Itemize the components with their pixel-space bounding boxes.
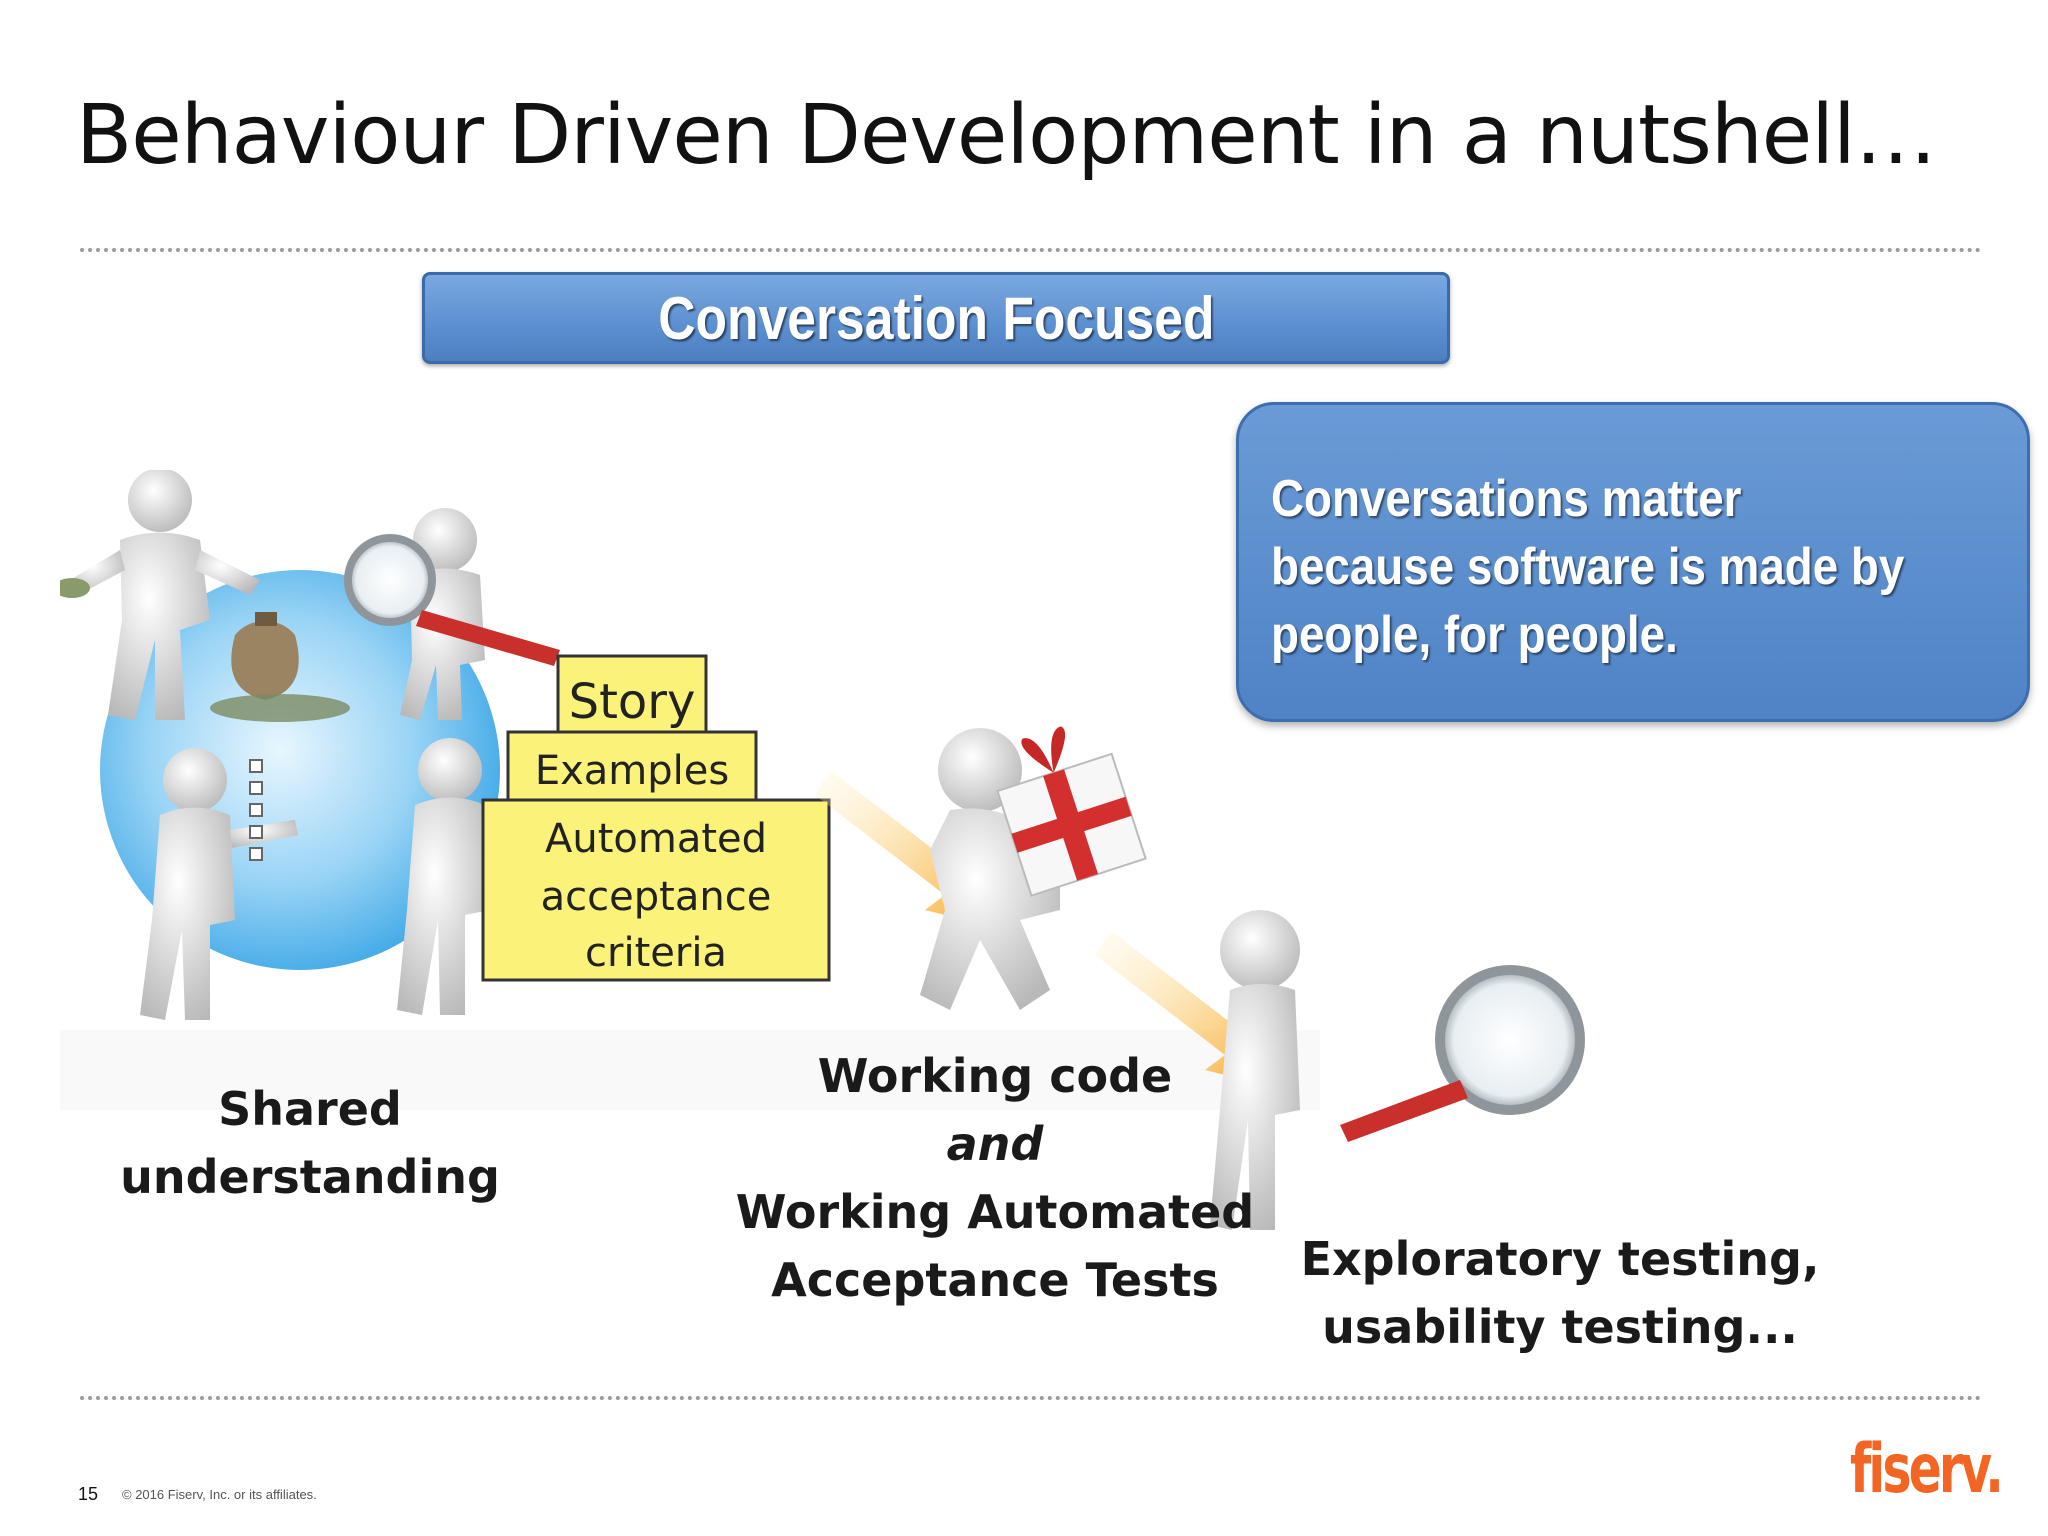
bottom-divider	[80, 1396, 1982, 1400]
copyright-text: © 2016 Fiserv, Inc. or its affiliates.	[122, 1487, 317, 1502]
gift-carrier-icon	[920, 726, 1147, 1010]
magnifier-icon	[1340, 965, 1585, 1142]
shared-line-2: understanding	[120, 1150, 500, 1204]
tester-icon	[1210, 910, 1300, 1230]
story-label: Story	[569, 674, 696, 730]
top-divider	[80, 248, 1982, 252]
bdd-illustration: Story Examples Automated acceptance crit…	[60, 470, 1320, 1230]
page-number: 15	[78, 1484, 99, 1504]
conversation-focused-banner: Conversation Focused	[422, 272, 1450, 364]
callout-text: Conversations matter because software is…	[1271, 470, 1905, 664]
shared-line-1: Shared	[218, 1082, 402, 1136]
exploratory-testing-label: Exploratory testing, usability testing..…	[1280, 1225, 1840, 1361]
exploratory-line-1: Exploratory testing,	[1300, 1232, 1820, 1286]
story-stack: Story Examples Automated acceptance crit…	[481, 654, 831, 982]
people-group-icon	[60, 470, 560, 1020]
examples-label: Examples	[535, 748, 729, 794]
banner-label: Conversation Focused	[657, 284, 1215, 352]
working-line-1: Working code	[817, 1049, 1173, 1103]
criteria-line-1: Automated	[545, 816, 767, 862]
working-line-2: and	[946, 1117, 1044, 1171]
slide-title: Behaviour Driven Development in a nutshe…	[76, 88, 1937, 183]
fiserv-logo: fiserv.	[1850, 1430, 2004, 1509]
shared-understanding-label: Shared understanding	[100, 1075, 520, 1211]
working-line-3: Working Automated	[735, 1185, 1255, 1239]
working-code-label: Working code and Working Automated Accep…	[700, 1042, 1290, 1314]
callout-box: Conversations matter because software is…	[1236, 402, 2030, 722]
criteria-line-3: criteria	[585, 930, 727, 976]
exploratory-line-2: usability testing...	[1322, 1300, 1798, 1354]
criteria-line-2: acceptance	[541, 874, 772, 920]
working-line-4: Acceptance Tests	[771, 1253, 1219, 1307]
